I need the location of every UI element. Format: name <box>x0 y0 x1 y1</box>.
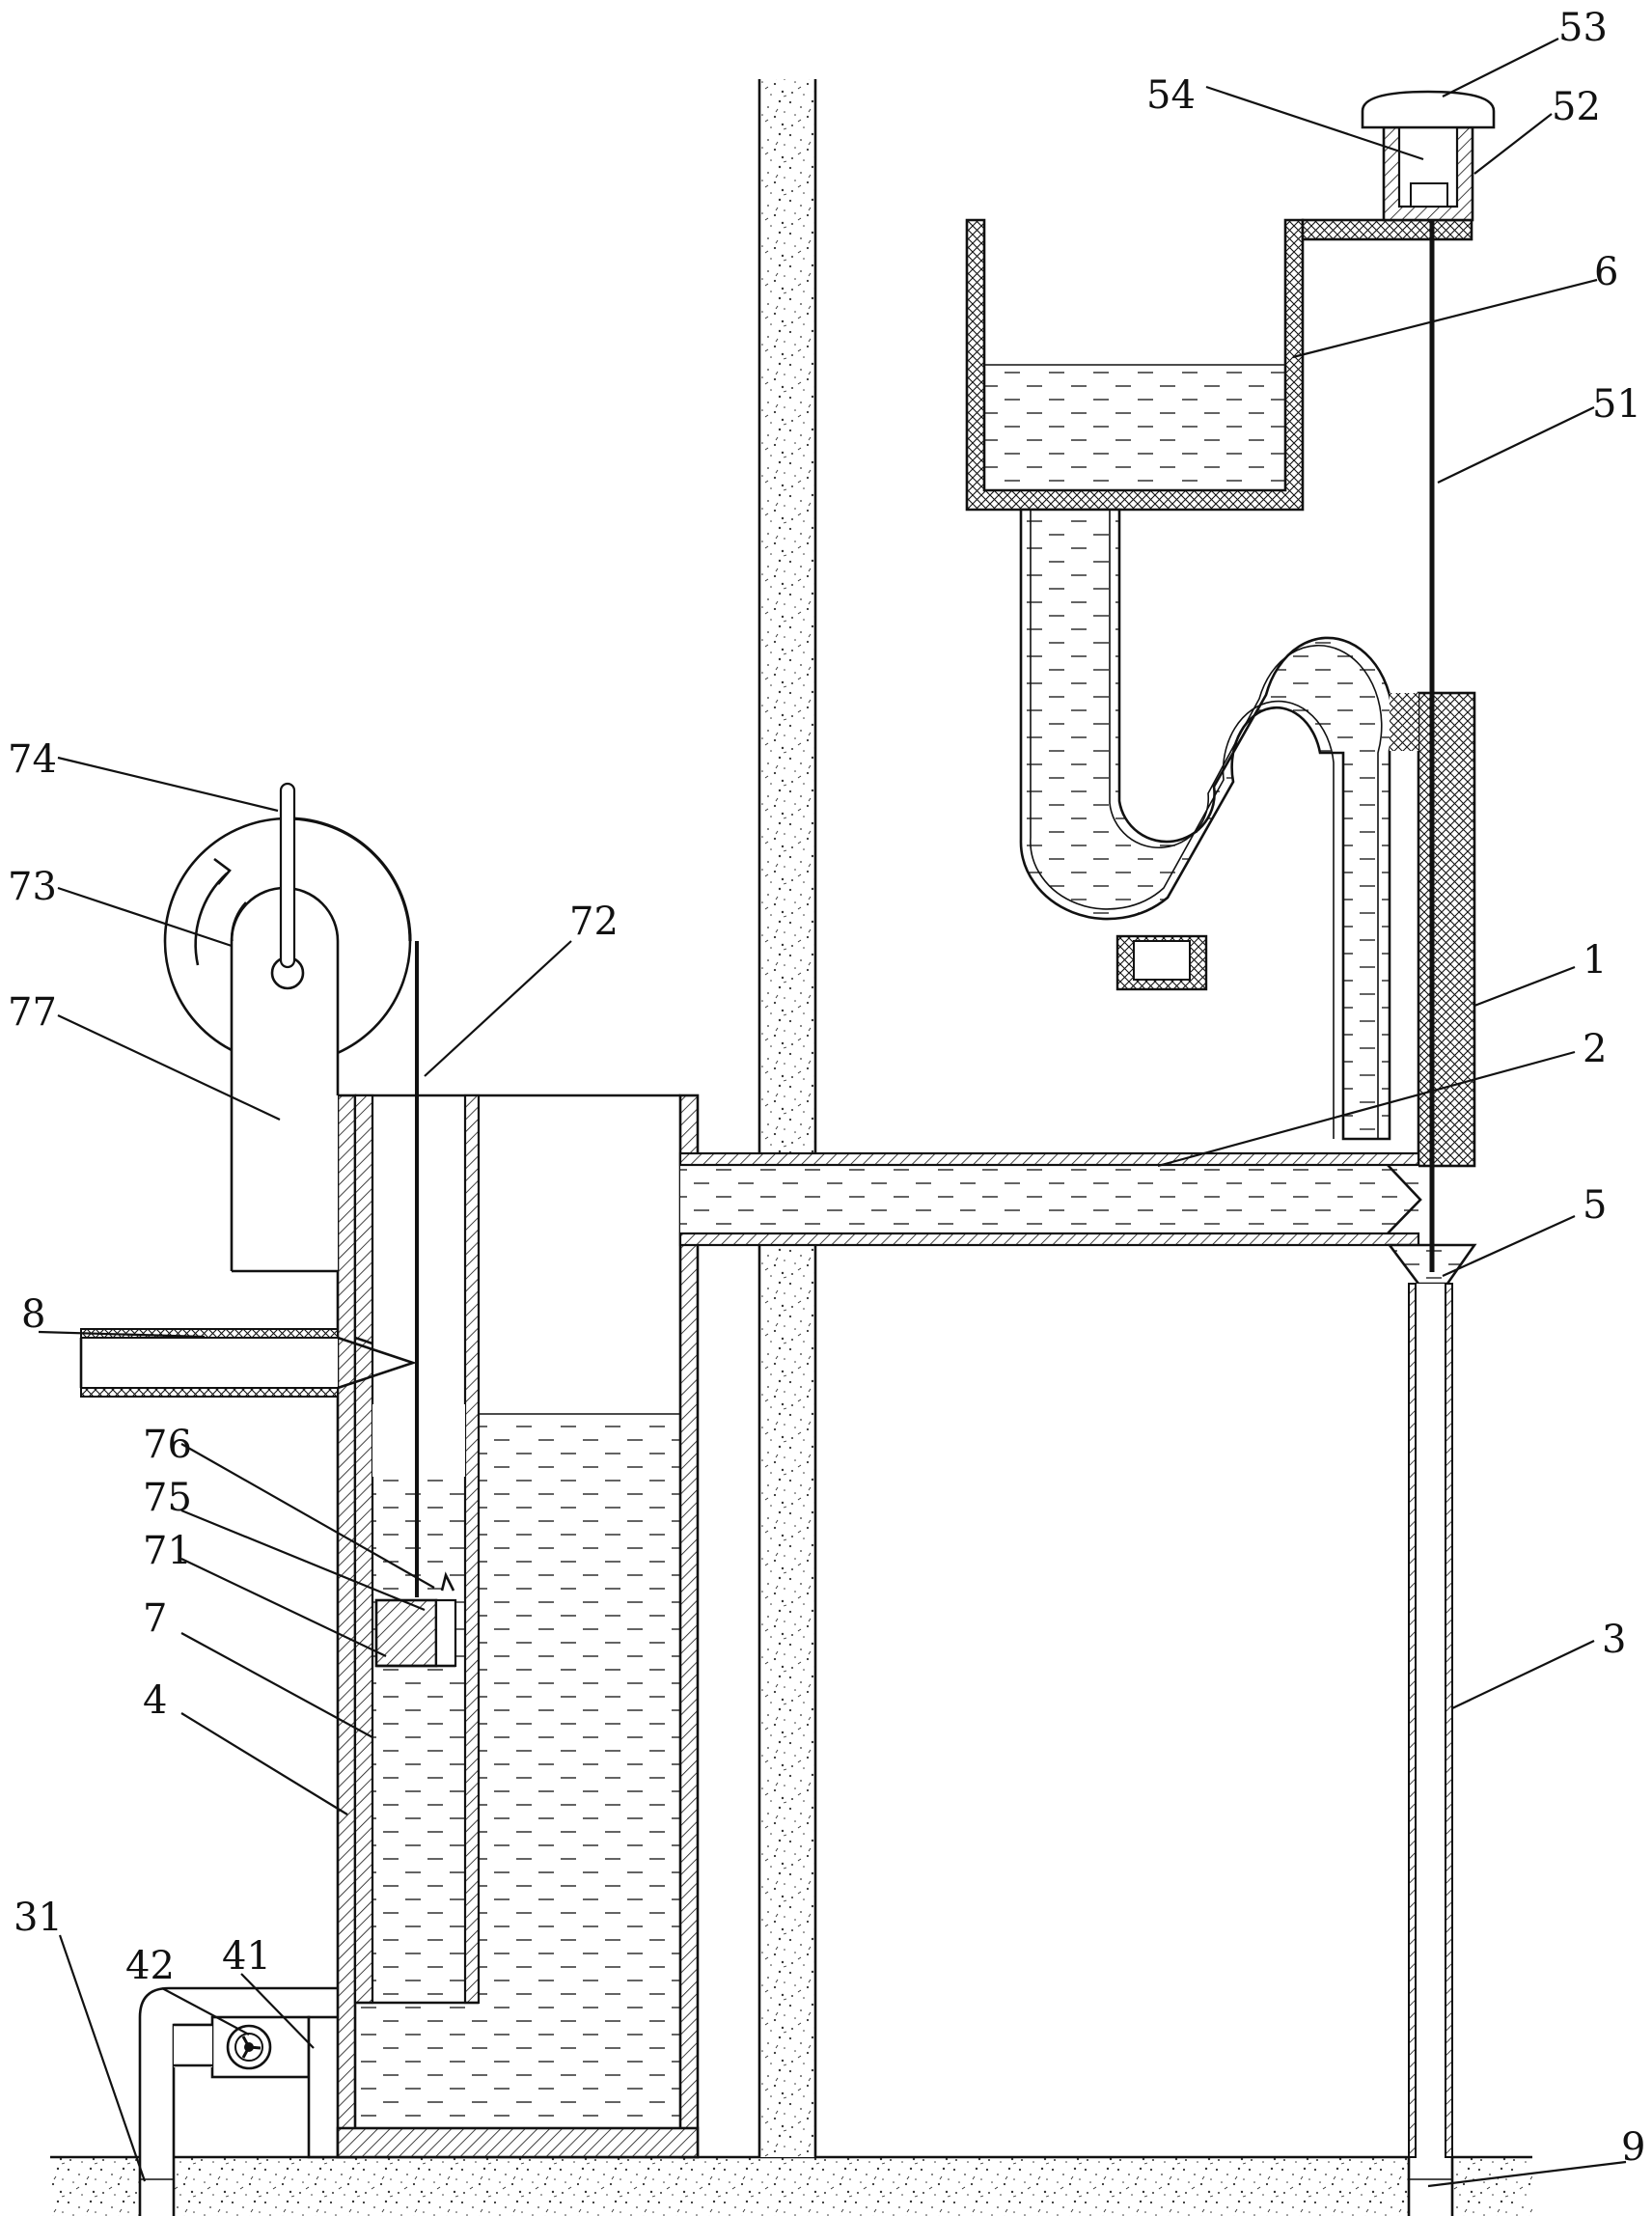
label-71: 71 <box>143 1529 192 1573</box>
label-73: 73 <box>8 865 57 909</box>
label-9: 9 <box>1621 2125 1645 2170</box>
label-52: 52 <box>1552 85 1601 129</box>
label-4: 4 <box>143 1678 167 1723</box>
label-8: 8 <box>21 1292 45 1337</box>
down-pipe <box>1408 1283 1453 2158</box>
label-72: 72 <box>569 900 619 944</box>
label-74: 74 <box>8 737 57 782</box>
label-77: 77 <box>8 990 57 1035</box>
wash-basin <box>965 218 1473 512</box>
label-5: 5 <box>1583 1183 1607 1228</box>
label-31: 31 <box>14 1896 63 1940</box>
label-3: 3 <box>1602 1618 1626 1662</box>
label-2: 2 <box>1583 1027 1607 1071</box>
push-knob <box>1361 90 1496 222</box>
label-51: 51 <box>1592 382 1641 427</box>
label-53: 53 <box>1558 6 1608 50</box>
label-6: 6 <box>1594 250 1618 294</box>
label-42: 42 <box>125 1944 175 1988</box>
connector-pipe <box>678 1151 1422 1247</box>
ground <box>50 2155 1532 2216</box>
label-75: 75 <box>143 1476 192 1520</box>
label-7: 7 <box>143 1596 167 1641</box>
drain-valve <box>174 2015 357 2159</box>
trap-pipe <box>1019 508 1476 1168</box>
label-1: 1 <box>1583 938 1607 983</box>
leader-lines <box>38 38 1627 2188</box>
label-41: 41 <box>222 1934 271 1979</box>
part-labels: 53 54 52 6 51 74 73 72 1 77 2 5 8 76 75 … <box>8 6 1645 2170</box>
wall <box>757 79 817 2157</box>
label-54: 54 <box>1146 73 1196 118</box>
label-76: 76 <box>143 1423 192 1467</box>
inlet-pipe <box>79 1328 418 1398</box>
